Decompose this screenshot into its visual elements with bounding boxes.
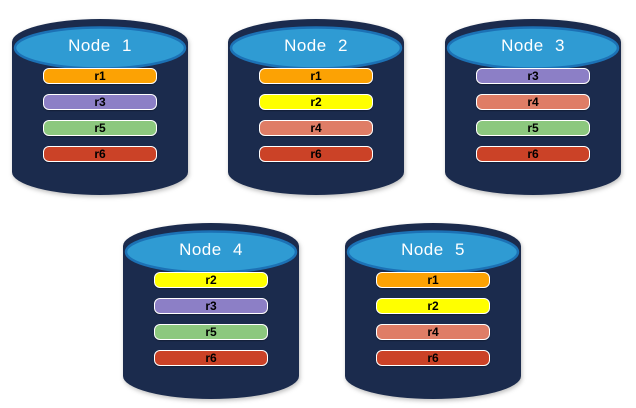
replica-bar-r4: r4 [259,120,373,136]
replica-bar-r5: r5 [154,324,268,340]
replica-label: r5 [94,121,106,135]
replica-label: r3 [94,95,106,109]
replica-label: r1 [310,69,322,83]
database-node-2: Node 2 r1 r2 r4 r6 [228,9,404,195]
replica-bar-r6: r6 [476,146,590,162]
replica-list: r3 r4 r5 r6 [476,68,590,172]
replica-bar-r6: r6 [43,146,157,162]
replica-label: r4 [427,325,439,339]
node-title: Node 3 [501,36,565,55]
replica-list: r1 r2 r4 r6 [376,272,490,376]
replica-label: r4 [310,121,322,135]
replica-bar-r5: r5 [476,120,590,136]
replica-bar-r6: r6 [376,350,490,366]
replica-label: r6 [427,351,439,365]
replica-list: r1 r3 r5 r6 [43,68,157,172]
replica-label: r1 [94,69,106,83]
replica-label: r6 [205,351,217,365]
replica-label: r2 [310,95,322,109]
replica-label: r5 [527,121,539,135]
replica-bar-r1: r1 [259,68,373,84]
replica-label: r3 [527,69,539,83]
replica-label: r4 [527,95,539,109]
node-title: Node 2 [284,36,348,55]
replica-bar-r6: r6 [259,146,373,162]
replica-bar-r2: r2 [154,272,268,288]
database-node-5: Node 5 r1 r2 r4 r6 [345,213,521,399]
replica-bar-r3: r3 [476,68,590,84]
replica-bar-r1: r1 [376,272,490,288]
replica-label: r1 [427,273,439,287]
replica-label: r6 [527,147,539,161]
replica-label: r2 [205,273,217,287]
database-node-3: Node 3 r3 r4 r5 r6 [445,9,621,195]
node-title: Node 5 [401,240,465,259]
node-title: Node 1 [68,36,132,55]
replica-bar-r4: r4 [376,324,490,340]
node-title: Node 4 [179,240,243,259]
replica-list: r2 r3 r5 r6 [154,272,268,376]
replica-label: r2 [427,299,439,313]
replica-list: r1 r2 r4 r6 [259,68,373,172]
replica-bar-r2: r2 [376,298,490,314]
replica-bar-r2: r2 [259,94,373,110]
replica-bar-r5: r5 [43,120,157,136]
replica-label: r6 [310,147,322,161]
replica-bar-r3: r3 [43,94,157,110]
replica-bar-r3: r3 [154,298,268,314]
replica-label: r5 [205,325,217,339]
database-node-4: Node 4 r2 r3 r5 r6 [123,213,299,399]
replica-bar-r4: r4 [476,94,590,110]
replica-label: r6 [94,147,106,161]
replica-label: r3 [205,299,217,313]
replica-bar-r1: r1 [43,68,157,84]
database-node-1: Node 1 r1 r3 r5 r6 [12,9,188,195]
replica-bar-r6: r6 [154,350,268,366]
